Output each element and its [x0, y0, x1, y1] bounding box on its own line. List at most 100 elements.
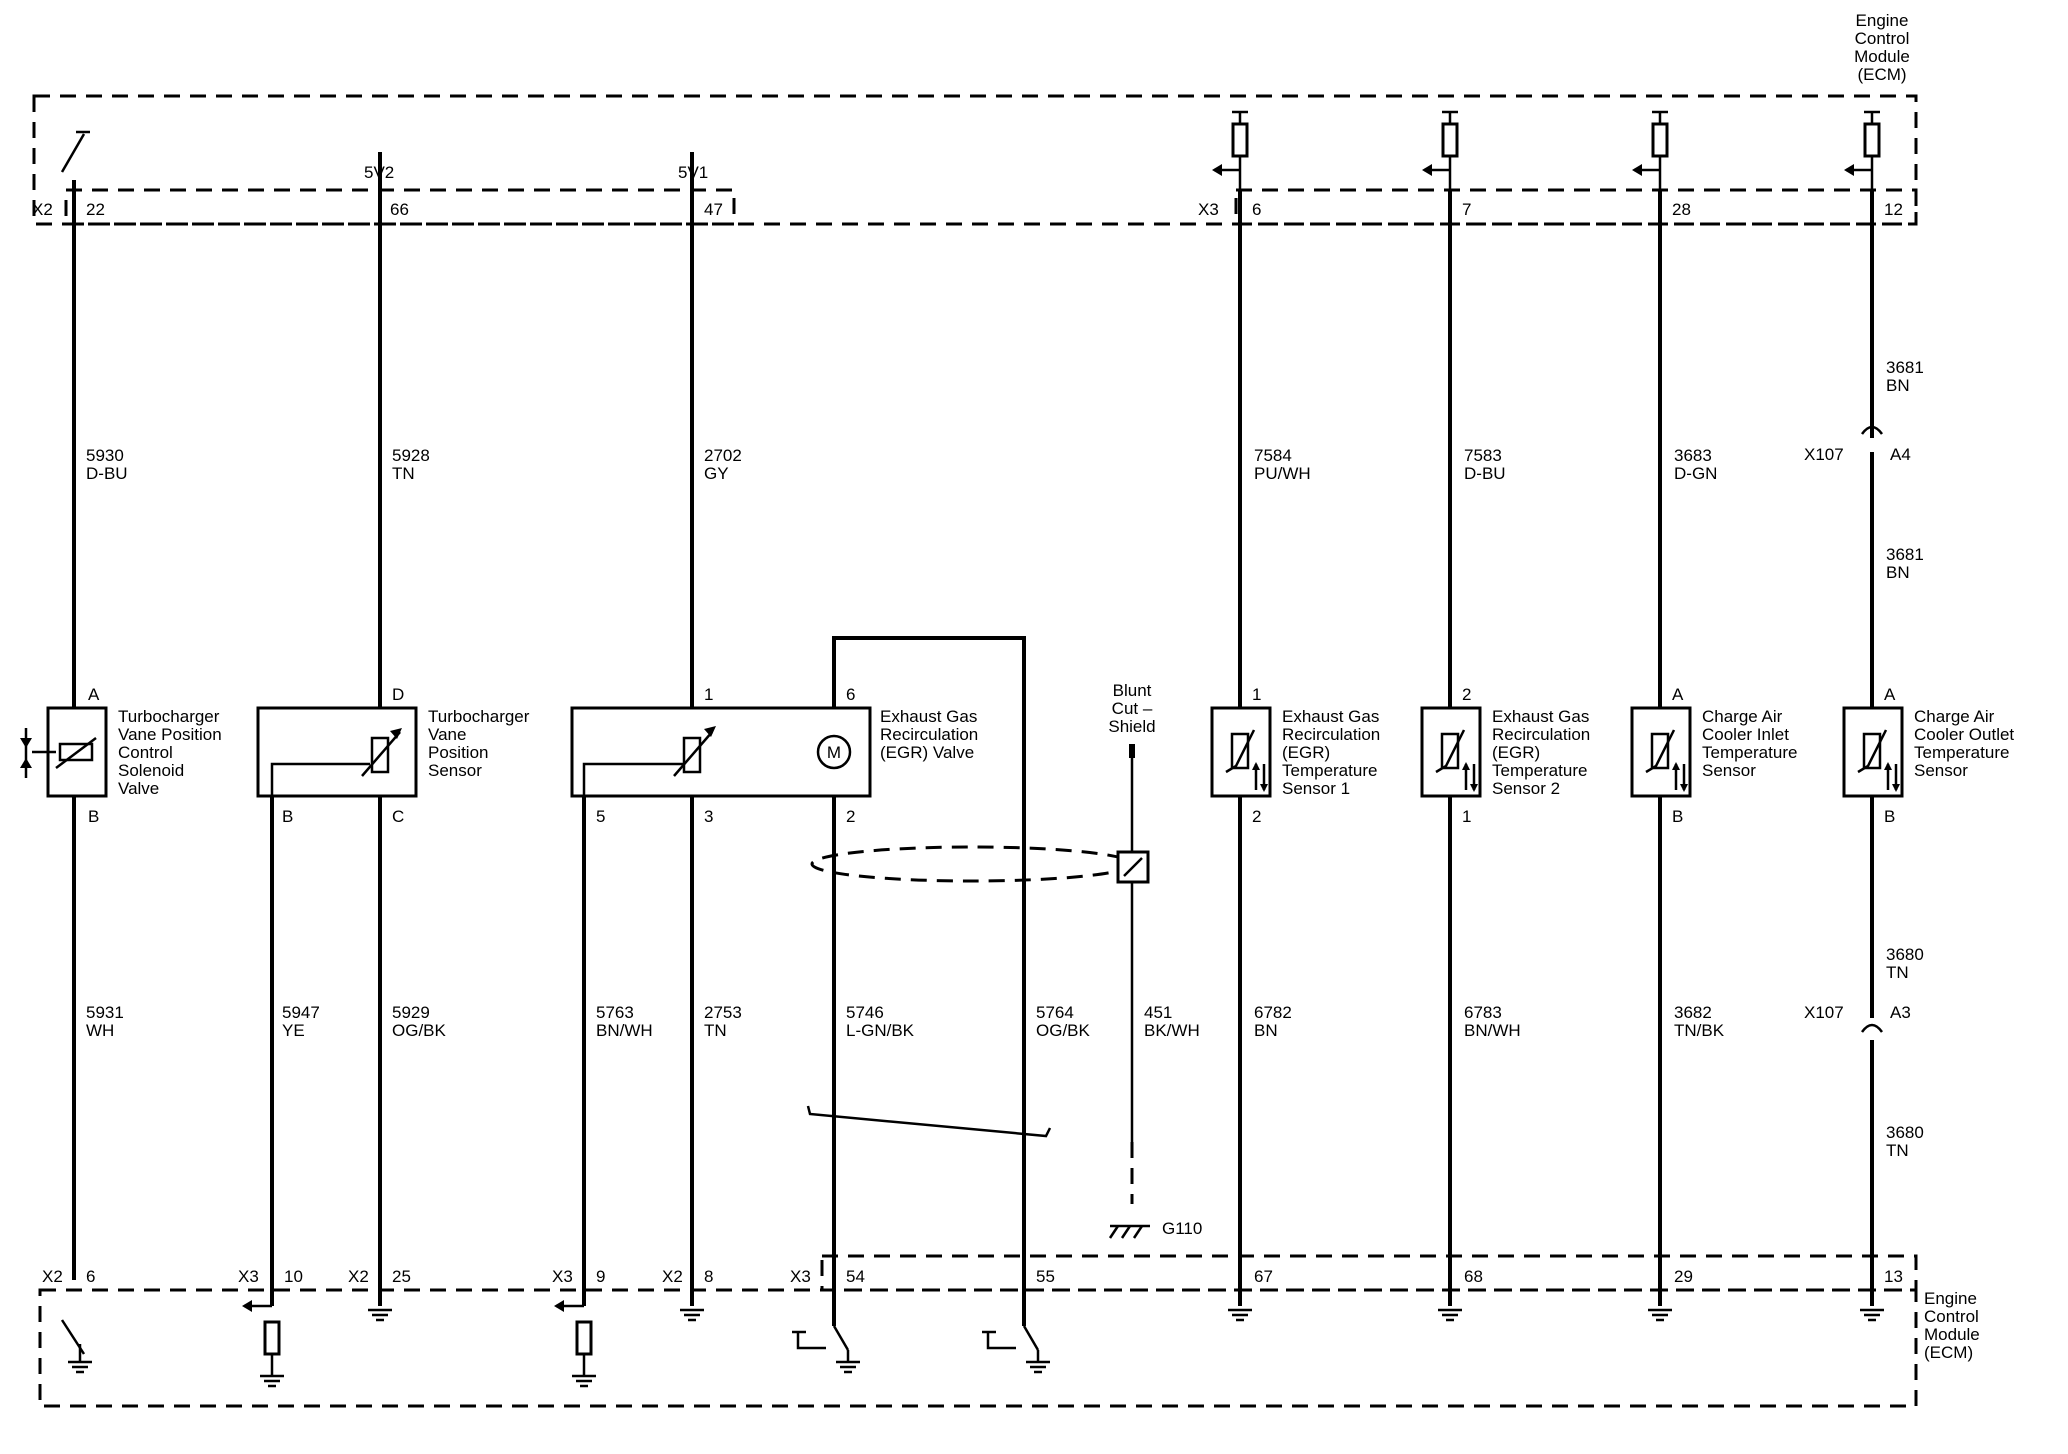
svg-text:3680: 3680	[1886, 945, 1924, 964]
svg-text:Sensor: Sensor	[1914, 761, 1968, 780]
svg-text:Temperature: Temperature	[1914, 743, 2009, 762]
svg-text:Vane: Vane	[428, 725, 466, 744]
turbo-vane-position-sensor: D B C Turbocharger Vane Position Sensor	[256, 685, 530, 826]
svg-text:Turbocharger: Turbocharger	[428, 707, 530, 726]
ecm-top-boundary	[32, 94, 1918, 226]
svg-text:(EGR): (EGR)	[1492, 743, 1540, 762]
svg-text:12: 12	[1884, 200, 1903, 219]
svg-text:2: 2	[1252, 807, 1261, 826]
svg-text:X3: X3	[790, 1267, 811, 1286]
svg-text:6: 6	[846, 685, 855, 704]
svg-text:Control: Control	[118, 743, 173, 762]
svg-text:8: 8	[704, 1267, 713, 1286]
ecm-bottom-boundary	[38, 1254, 1918, 1408]
top-pullup-resistors	[1212, 110, 1881, 190]
top-connector-labels: X2 22 66 47 X3 6 7 28 12 5V2 5V1	[32, 163, 1903, 219]
svg-text:Charge Air: Charge Air	[1702, 707, 1783, 726]
svg-text:Recirculation: Recirculation	[1282, 725, 1380, 744]
svg-text:3: 3	[704, 807, 713, 826]
svg-text:10: 10	[284, 1267, 303, 1286]
svg-text:Control: Control	[1924, 1307, 1979, 1326]
svg-text:BN: BN	[1886, 376, 1910, 395]
top-switch-icon	[60, 130, 90, 190]
svg-text:Control: Control	[1855, 29, 1910, 48]
inline-connector-x107-a3: X107 A3	[1804, 1003, 1911, 1033]
ground-g110: G110	[1108, 1219, 1202, 1239]
svg-text:X2: X2	[32, 200, 53, 219]
svg-text:TN: TN	[1886, 1141, 1909, 1160]
ground-icon	[1648, 1308, 1672, 1322]
svg-text:X107: X107	[1804, 445, 1844, 464]
svg-text:B: B	[88, 807, 99, 826]
charge-air-cooler-outlet-temp-sensor: A B Charge Air Cooler Outlet Temperature…	[1842, 685, 2014, 826]
svg-text:Shield: Shield	[1108, 717, 1155, 736]
resistor-icon	[1844, 110, 1881, 190]
svg-text:GY: GY	[704, 464, 729, 483]
svg-text:Exhaust Gas: Exhaust Gas	[1282, 707, 1379, 726]
svg-text:X3: X3	[552, 1267, 573, 1286]
svg-text:2753: 2753	[704, 1003, 742, 1022]
ground-icon	[1860, 1308, 1884, 1322]
svg-text:6783: 6783	[1464, 1003, 1502, 1022]
svg-text:6: 6	[86, 1267, 95, 1286]
svg-text:1: 1	[704, 685, 713, 704]
svg-text:3680: 3680	[1886, 1123, 1924, 1142]
egr-temp-sensor-1: 1 2 Exhaust Gas Recirculation (EGR) Temp…	[1210, 685, 1380, 826]
svg-text:Temperature: Temperature	[1702, 743, 1797, 762]
inline-connector-x107-a4: X107 A4	[1804, 425, 1911, 464]
svg-text:TN: TN	[1886, 963, 1909, 982]
svg-text:OG/BK: OG/BK	[392, 1021, 447, 1040]
svg-text:BN: BN	[1886, 563, 1910, 582]
svg-text:25: 25	[392, 1267, 411, 1286]
svg-text:D: D	[392, 685, 404, 704]
svg-text:(EGR): (EGR)	[1282, 743, 1330, 762]
svg-text:7583: 7583	[1464, 446, 1502, 465]
svg-text:6782: 6782	[1254, 1003, 1292, 1022]
svg-text:Turbocharger: Turbocharger	[118, 707, 220, 726]
svg-text:C: C	[392, 807, 404, 826]
svg-text:(ECM): (ECM)	[1857, 65, 1906, 84]
svg-text:1: 1	[1252, 685, 1261, 704]
svg-text:A: A	[1884, 685, 1896, 704]
svg-text:5928: 5928	[392, 446, 430, 465]
svg-text:7: 7	[1462, 200, 1471, 219]
svg-text:13: 13	[1884, 1267, 1903, 1286]
svg-text:Sensor 1: Sensor 1	[1282, 779, 1350, 798]
svg-text:BK/WH: BK/WH	[1144, 1021, 1200, 1040]
svg-text:Engine: Engine	[1924, 1289, 1977, 1308]
svg-text:Sensor: Sensor	[1702, 761, 1756, 780]
svg-text:29: 29	[1674, 1267, 1693, 1286]
svg-text:PU/WH: PU/WH	[1254, 464, 1311, 483]
driver-switch-icon	[792, 1325, 860, 1374]
svg-text:Cooler Inlet: Cooler Inlet	[1702, 725, 1789, 744]
svg-text:Position: Position	[428, 743, 488, 762]
svg-text:5763: 5763	[596, 1003, 634, 1022]
svg-text:B: B	[282, 807, 293, 826]
svg-text:2: 2	[1462, 685, 1471, 704]
svg-text:(ECM): (ECM)	[1924, 1343, 1973, 1362]
svg-text:3681: 3681	[1886, 358, 1924, 377]
svg-text:Cooler Outlet: Cooler Outlet	[1914, 725, 2014, 744]
svg-text:X2: X2	[662, 1267, 683, 1286]
svg-text:A: A	[1672, 685, 1684, 704]
svg-text:3681: 3681	[1886, 545, 1924, 564]
svg-text:5929: 5929	[392, 1003, 430, 1022]
svg-text:TN/BK: TN/BK	[1674, 1021, 1725, 1040]
charge-air-cooler-inlet-temp-sensor: A B Charge Air Cooler Inlet Temperature …	[1630, 685, 1797, 826]
svg-text:BN: BN	[1254, 1021, 1278, 1040]
resistor-icon	[1212, 110, 1249, 190]
svg-text:X107: X107	[1804, 1003, 1844, 1022]
svg-text:66: 66	[390, 200, 409, 219]
svg-text:Exhaust Gas: Exhaust Gas	[880, 707, 977, 726]
svg-text:X2: X2	[348, 1267, 369, 1286]
svg-text:D-BU: D-BU	[1464, 464, 1506, 483]
svg-text:Engine: Engine	[1856, 11, 1909, 30]
svg-text:Cut –: Cut –	[1112, 699, 1153, 718]
svg-text:Temperature: Temperature	[1492, 761, 1587, 780]
svg-text:68: 68	[1464, 1267, 1483, 1286]
svg-text:55: 55	[1036, 1267, 1055, 1286]
svg-text:G110: G110	[1162, 1219, 1202, 1238]
resistor-icon	[1632, 110, 1669, 190]
